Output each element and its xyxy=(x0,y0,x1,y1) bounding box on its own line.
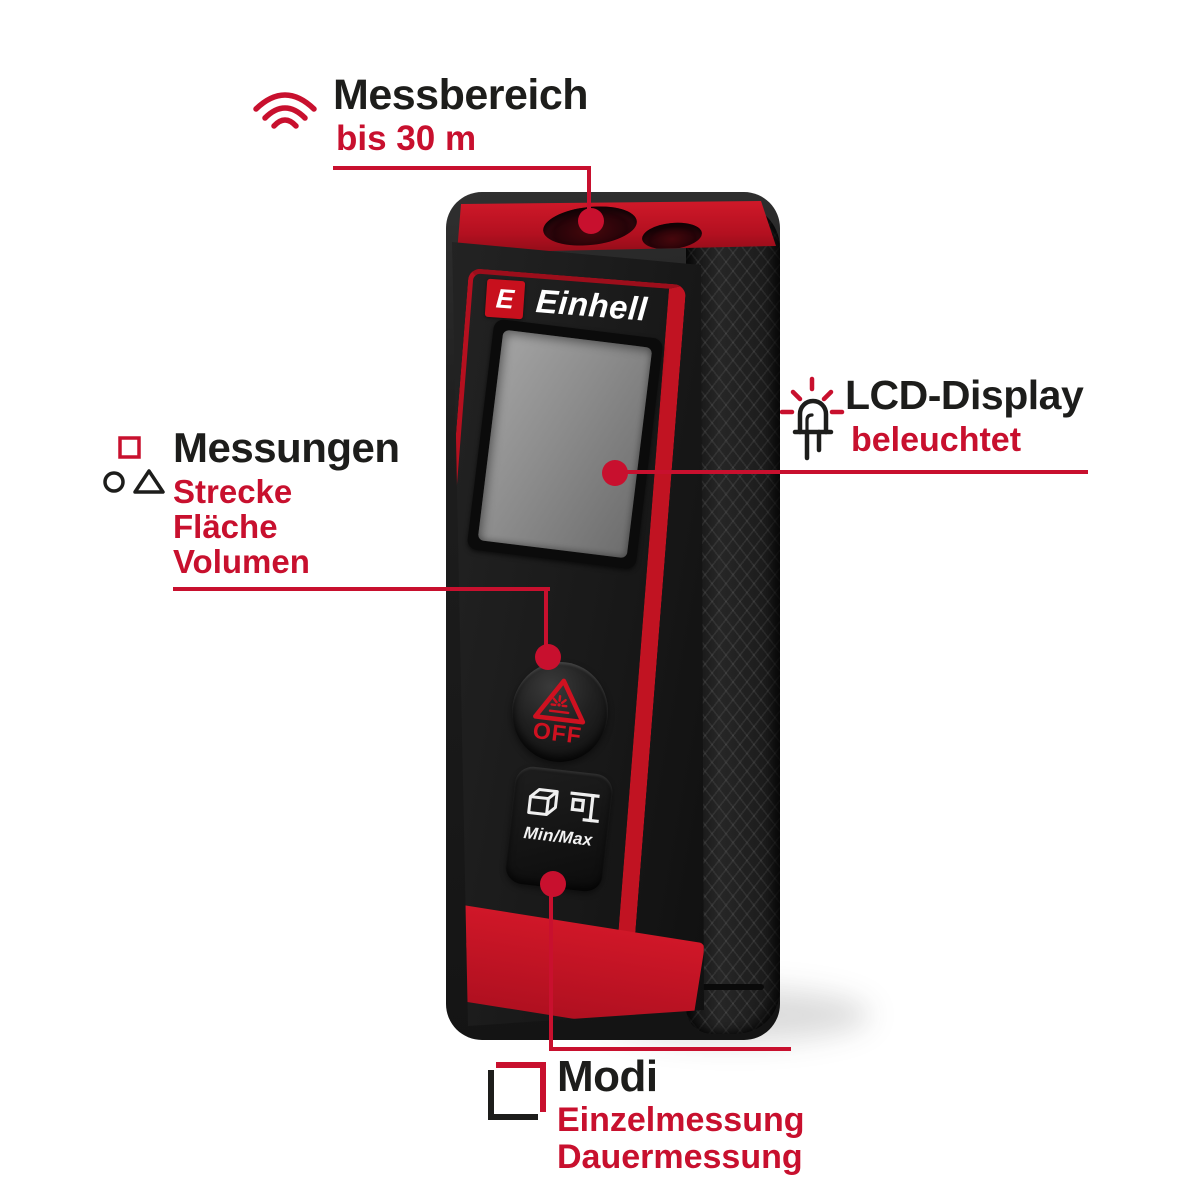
callout-dot-laser-aperture xyxy=(578,208,604,234)
minmax-button: Min/Max xyxy=(503,764,615,894)
leader-line-range-v xyxy=(587,166,591,214)
off-button-label: OFF xyxy=(531,716,584,749)
led-icon xyxy=(780,376,845,461)
leader-line-range-h xyxy=(333,166,591,170)
measurements-title: Messungen xyxy=(173,424,400,471)
signal-waves-icon xyxy=(253,92,317,129)
leader-line-measurements-v xyxy=(544,587,548,649)
callout-dot-minmax xyxy=(540,871,566,897)
receiver-lens-aperture xyxy=(640,219,704,253)
leader-line-modes-v xyxy=(549,884,553,1051)
measurement-item: Strecke xyxy=(173,473,293,510)
mode-square-icon xyxy=(488,1062,546,1120)
device-side-groove xyxy=(700,984,764,990)
minmax-button-label: Min/Max xyxy=(522,823,594,850)
measurement-item: Volumen xyxy=(173,543,310,580)
measurement-item: Fläche xyxy=(173,508,278,545)
mode-item: Dauermessung xyxy=(557,1138,803,1176)
modes-title: Modi xyxy=(557,1052,658,1101)
display-subtitle: beleuchtet xyxy=(851,421,1022,459)
measurements-list: Strecke Fläche Volumen xyxy=(173,474,310,579)
leader-line-display-h xyxy=(615,470,1088,474)
laser-warning-triangle-icon xyxy=(533,678,586,725)
callout-dot-off-button xyxy=(535,644,561,670)
einhell-logo-letter: E xyxy=(494,282,516,315)
lcd-screen-glass xyxy=(477,329,653,559)
lcd-screen xyxy=(466,318,664,570)
leader-line-modes-h xyxy=(549,1047,791,1051)
edge-reference-icon xyxy=(569,791,600,823)
device-top-face xyxy=(457,201,776,253)
callout-dot-lcd xyxy=(602,460,628,486)
range-title: Messbereich xyxy=(333,71,589,119)
off-button: OFF xyxy=(506,656,614,768)
minmax-button-icons xyxy=(521,780,604,827)
einhell-logo-mark: E xyxy=(484,278,526,320)
range-subtitle: bis 30 m xyxy=(336,119,477,158)
leader-line-measurements-h xyxy=(173,587,550,591)
display-title: LCD-Display xyxy=(845,372,1084,418)
shapes-icon xyxy=(103,436,165,494)
mode-item: Einzelmessung xyxy=(557,1101,805,1139)
modes-list: Einzelmessung Dauermessung xyxy=(557,1102,805,1176)
volume-cube-icon xyxy=(526,787,559,816)
device-front-face: E Einhell OFF xyxy=(452,242,704,1026)
